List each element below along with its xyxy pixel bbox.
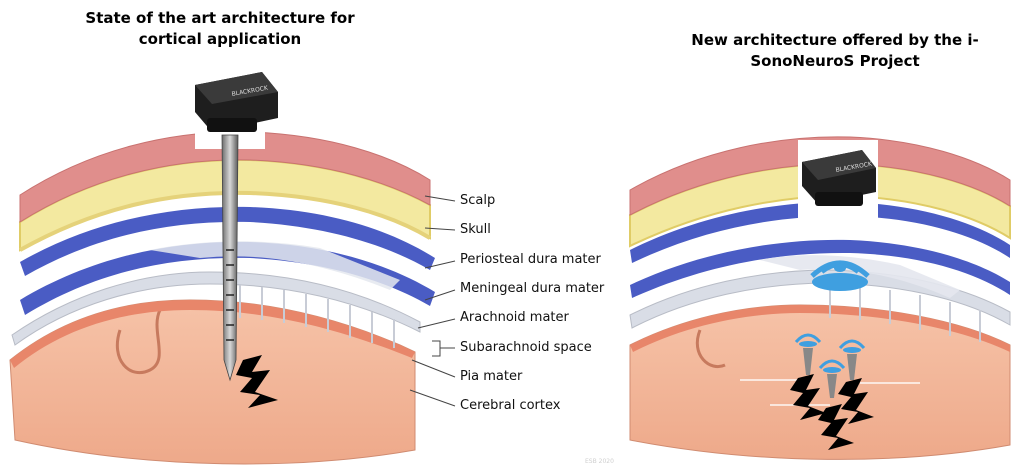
right-meningeal-dura — [630, 239, 1010, 298]
label-cerebral-cortex: Cerebral cortex — [460, 398, 561, 413]
ultrasound-transducer-small-3-icon — [818, 359, 846, 398]
right-scalp — [629, 136, 1011, 216]
right-recording-device: BLACKROCK — [802, 150, 876, 206]
right-signal-bolt-1-icon — [790, 374, 826, 420]
ultrasound-transducer-large-icon — [810, 260, 870, 291]
left-brain-layers — [9, 125, 435, 465]
label-subarachnoid-space: Subarachnoid space — [460, 340, 592, 355]
label-pia-mater: Pia mater — [460, 369, 523, 384]
ultrasound-transducer-small-1-icon — [794, 333, 822, 375]
left-panel-title: State of the art architecture for cortic… — [85, 9, 355, 48]
left-penetrating-electrode — [221, 134, 239, 382]
left-arachnoid-sheet — [150, 241, 400, 290]
left-scalp — [19, 131, 431, 223]
left-periosteal-dura — [20, 206, 435, 276]
label-arachnoid-mater: Arachnoid mater — [460, 310, 569, 325]
left-signal-bolt-icon — [236, 355, 278, 408]
label-scalp: Scalp — [460, 193, 496, 208]
right-signal-bolt-3-icon — [818, 404, 854, 450]
right-panel-title: New architecture offered by the i-SonoNe… — [691, 31, 979, 70]
right-periosteal-dura — [630, 201, 1010, 263]
right-brain-layers — [629, 136, 1011, 460]
watermark: ESB 2020 — [585, 458, 614, 465]
left-arachnoid-mater — [11, 271, 421, 346]
left-recording-device: BLACKROCK — [195, 72, 278, 132]
left-pia-mater — [10, 300, 415, 368]
right-pia-mater — [630, 305, 1010, 352]
right-signal-bolt-2-icon — [838, 378, 874, 424]
label-leader-lines — [409, 195, 456, 407]
label-meningeal-dura: Meningeal dura mater — [460, 281, 605, 296]
ultrasound-transducer-small-2-icon — [838, 339, 866, 380]
label-periosteal-dura: Periosteal dura mater — [460, 252, 601, 267]
label-skull: Skull — [460, 222, 491, 237]
left-sulcus — [115, 309, 162, 375]
